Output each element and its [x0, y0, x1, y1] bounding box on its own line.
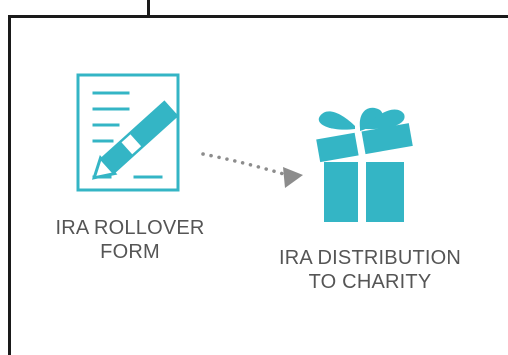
arrowhead [283, 167, 303, 188]
node-label-ira-rollover-form: IRA ROLLOVER FORM [30, 216, 230, 264]
node-label-ira-distribution: IRA DISTRIBUTION TO CHARITY [248, 246, 492, 294]
form-with-pen-icon [76, 73, 180, 192]
node-label-line: IRA ROLLOVER [55, 217, 205, 239]
frame-border [8, 15, 508, 355]
node-label-line: IRA DISTRIBUTION [278, 247, 462, 269]
dotted-arrow-connector [201, 152, 303, 188]
node-label-line: TO CHARITY [308, 271, 432, 293]
frame-top-stub [147, 0, 150, 17]
diagram-canvas [76, 73, 413, 222]
node-label-line: FORM [100, 241, 160, 263]
gift-icon [316, 107, 413, 222]
